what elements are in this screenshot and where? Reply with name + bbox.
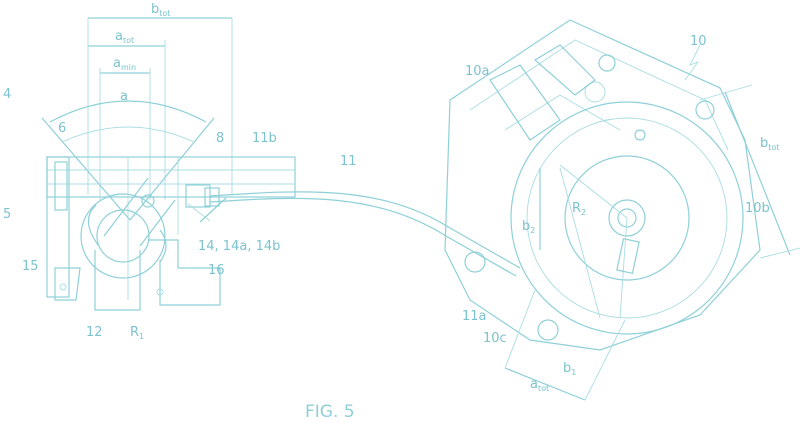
labels: btot atot amin a 4 6 8 11b 11 5 15 16 12… xyxy=(3,2,779,422)
label-11a: 11a xyxy=(462,309,487,324)
label-a-tot-right: atot xyxy=(530,377,549,393)
label-6: 6 xyxy=(58,121,66,136)
label-a-tot: atot xyxy=(115,29,134,45)
right-assembly xyxy=(444,19,800,401)
label-8: 8 xyxy=(216,131,224,146)
label-b-tot-right: btot xyxy=(760,136,779,152)
label-15: 15 xyxy=(22,259,39,274)
label-10a: 10a xyxy=(465,64,490,79)
label-4: 4 xyxy=(3,87,11,102)
label-12: 12 xyxy=(86,325,103,340)
label-5: 5 xyxy=(3,207,11,222)
label-r2: R2 xyxy=(572,201,586,217)
label-10c: 10c xyxy=(483,331,507,346)
figure-caption: FIG. 5 xyxy=(305,402,355,422)
label-11b: 11b xyxy=(252,131,277,146)
label-16: 16 xyxy=(208,263,225,278)
label-b1: b1 xyxy=(563,361,576,377)
label-a: a xyxy=(120,89,128,104)
label-b-tot-left: btot xyxy=(151,2,170,18)
left-assembly xyxy=(41,17,521,311)
label-b2: b2 xyxy=(522,219,535,235)
label-11: 11 xyxy=(340,154,357,169)
label-r1: R1 xyxy=(130,325,144,341)
label-a-min: amin xyxy=(113,56,136,72)
label-14: 14, 14a, 14b xyxy=(198,239,280,254)
label-10: 10 xyxy=(690,34,707,49)
label-10b: 10b xyxy=(745,201,770,216)
